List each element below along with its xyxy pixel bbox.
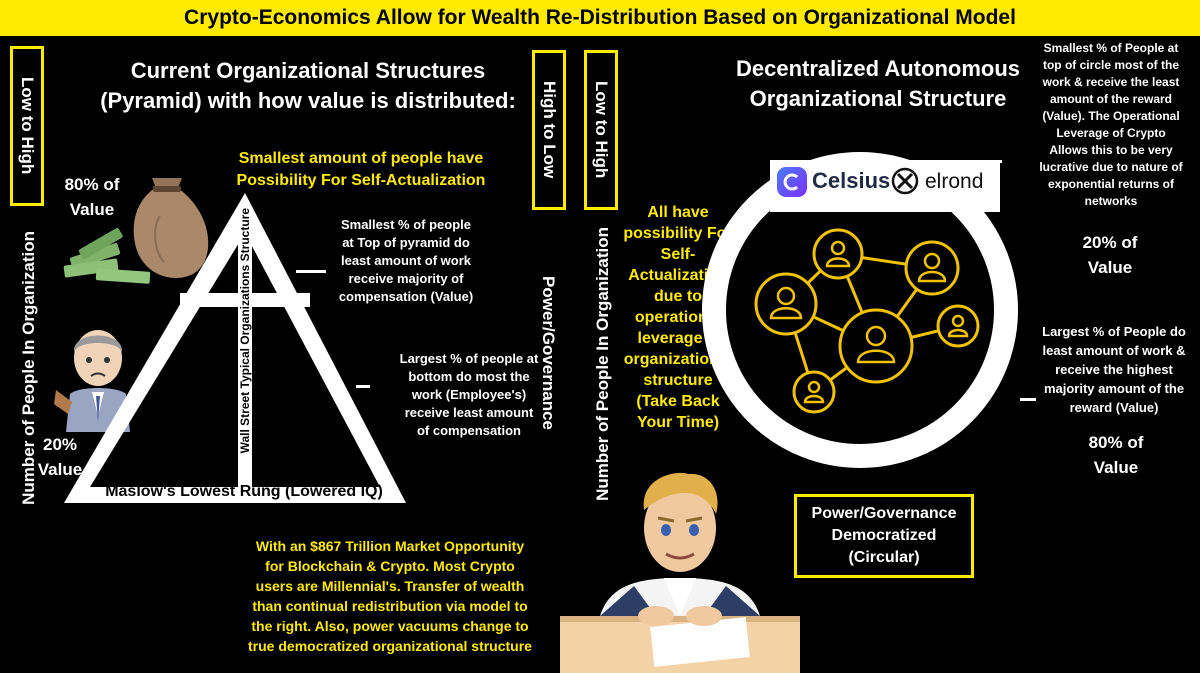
pyramid-inner-label: Wall Street Typical Organizations Struct… <box>238 208 252 454</box>
pyramid-diagram <box>64 193 406 503</box>
person-icons <box>769 240 969 404</box>
pyramid-bottom-note: Largest % of people at bottom do most th… <box>399 351 539 438</box>
elrond-logo-text: elrond <box>925 170 984 193</box>
pyramid-bottom-tick <box>356 385 370 388</box>
value-label-bottom-right: 80% of Value <box>1088 433 1144 477</box>
self-actualization-note-left: Smallest amount of people have Possibili… <box>236 150 486 189</box>
cartoon-man-at-desk-icon <box>560 472 800 673</box>
circle-top-tick <box>986 160 1002 163</box>
market-opportunity-text: With an $867 Trillion Market Opportunity… <box>248 538 532 654</box>
pyramid-top-note: Smallest % of people at Top of pyramid d… <box>338 217 474 304</box>
low-to-high-label-left: Low to High <box>18 77 37 175</box>
celsius-logo-icon <box>777 167 807 197</box>
pyramid-center-bar <box>238 225 252 491</box>
banner-title: Crypto-Economics Allow for Wealth Re-Dis… <box>0 0 1200 36</box>
circle-bottom-tick <box>1020 398 1036 401</box>
elrond-logo-icon <box>891 167 919 195</box>
dao-top-note: Smallest % of People at top of circle mo… <box>1039 41 1183 208</box>
pyramid-top-tick <box>296 270 326 273</box>
dao-circle-diagram <box>702 152 1018 468</box>
dao-bottom-note: Largest % of People do least amount of w… <box>1042 324 1186 415</box>
value-label-top-left: 80% of Value <box>64 175 120 219</box>
celsius-logo-text: Celsius <box>812 168 891 193</box>
governance-democratized-box: Power/Governance Democratized (Circular) <box>794 494 974 578</box>
high-to-low-box: High to Low <box>532 50 566 210</box>
pyramid-base-label: Maslow's Lowest Rung (Lowered IQ) <box>105 483 383 500</box>
left-heading: Current Organizational Structures (Pyram… <box>100 58 516 113</box>
money-bag-icon <box>63 178 209 284</box>
low-to-high-box-right: Low to High <box>584 50 618 210</box>
low-to-high-box-left: Low to High <box>10 46 44 206</box>
power-governance-axis: Power/Governance <box>539 275 558 430</box>
logo-panel <box>770 160 1000 212</box>
right-heading: Decentralized Autonomous Organizational … <box>736 56 1020 111</box>
self-actualization-note-middle: All have possibility For Self- Actualiza… <box>623 204 733 431</box>
value-label-bottom-left: 20% Value <box>37 435 83 479</box>
value-label-top-right: 20% of Value <box>1082 233 1138 277</box>
